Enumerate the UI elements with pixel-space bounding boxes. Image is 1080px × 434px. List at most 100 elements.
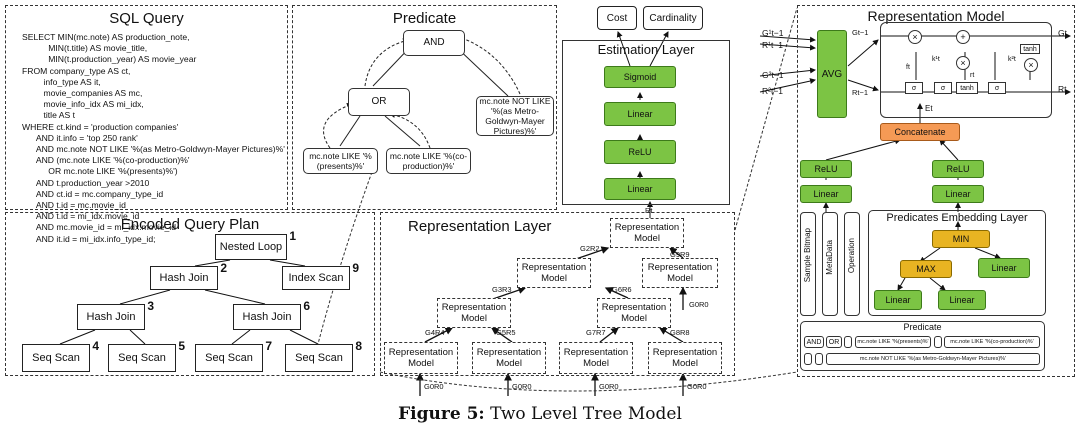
plan-node-number: 2 (220, 261, 227, 275)
sql-line: AND t.id = mc.movie_id (22, 200, 126, 211)
sql-query-panel (5, 5, 288, 210)
plan-node-number: 6 (303, 299, 310, 313)
plan-node-label: Hash Join (86, 311, 136, 323)
edge-label-g3r3: G3R3 (492, 285, 512, 294)
input-r1-label: R¹t−1 (762, 40, 784, 50)
estimation-linear-block-top: Linear (604, 102, 676, 126)
input-r2-label: R²t−1 (762, 86, 784, 96)
gate-label-rt: rt (970, 72, 975, 79)
input-label-g0r0: G0R0 (512, 382, 532, 391)
sql-query-text: SELECT MIN(mc.note) AS production_note, … (22, 32, 285, 245)
sql-line: MIN(t.production_year) AS movie_year (22, 54, 197, 65)
sql-line: movie_companies AS mc, (22, 88, 143, 99)
sql-query-title: SQL Query (109, 10, 184, 27)
rep-model-l3-right: Representation Model (597, 298, 671, 328)
plan-node-label: Seq Scan (205, 352, 253, 364)
predicate-input-box (800, 321, 1045, 371)
pred-cell-spacer (804, 353, 812, 365)
sql-line: AND t.production_year >2010 (22, 177, 150, 188)
lstm-add-op: + (956, 30, 970, 44)
plan-node-number: 5 (178, 339, 185, 353)
input-g1-label: G¹t−1 (762, 28, 784, 38)
edge-label-g5r5: G5R5 (496, 328, 516, 337)
sql-line: MIN(t.title) AS movie_title, (22, 43, 148, 54)
pred-cell-and: AND (804, 336, 824, 348)
lstm-sigma-gate: σ (905, 82, 923, 94)
pred-cell-spacer (934, 336, 942, 348)
max-block: MAX (900, 260, 952, 278)
plan-node-label: Hash Join (242, 311, 292, 323)
predicate-input-title: Predicate (903, 322, 942, 332)
pred-cell-like-presents: mc.note LIKE '%(presents)%' (855, 336, 931, 348)
min-block: MIN (932, 230, 990, 248)
sql-line: movie_info_idx AS mi_idx, (22, 99, 144, 110)
input-label-g0r0: G0R0 (689, 300, 709, 309)
gate-label-k2: k²t (1008, 56, 1016, 63)
predicate-panel (292, 5, 557, 210)
plan-node-number: 7 (265, 339, 272, 353)
predicates-embedding-layer-box (868, 210, 1046, 316)
estimation-layer-title: Estimation Layer (597, 42, 695, 57)
caption-text: Two Level Tree Model (490, 404, 682, 424)
predicates-embedding-layer-title: Predicates Embedding Layer (886, 212, 1028, 224)
input-label-g0r0: G0R0 (424, 382, 444, 391)
sql-line: AND mc.note NOT LIKE '%(as Metro-Goldwyn… (22, 144, 285, 155)
plan-node-label: Hash Join (159, 272, 209, 284)
rep-relu-right: ReLU (932, 160, 984, 178)
metadata-box (822, 212, 838, 316)
caption-prefix: Figure 5: (398, 404, 485, 424)
plan-node-hash-join-2: Hash Join 2 (150, 261, 227, 290)
sql-line: AND mc.movie_id = mi_idx.movie_id (22, 222, 177, 233)
pred-cell-like-coprod: mc.note LIKE '%(co-production)%' (944, 336, 1040, 348)
output-gt-label: Gt (1058, 28, 1067, 38)
pel-linear-right: Linear (978, 258, 1030, 278)
plan-node-number: 4 (92, 339, 99, 353)
rep-model-l2-right: Representation Model (642, 258, 718, 288)
sql-line: FROM company_type AS ct, (22, 65, 131, 76)
predicate-title: Predicate (392, 10, 457, 27)
sql-line: AND it.id = mi_idx.info_type_id; (22, 233, 156, 244)
representation-layer-panel (380, 212, 735, 376)
sigmoid-block: Sigmoid (604, 66, 676, 88)
pred-cell-or: OR (826, 336, 842, 348)
pred-cell-spacer (844, 336, 852, 348)
edge-label-g2r2: G2R2 (580, 244, 600, 253)
gt-minus-1-label: Gt−1 (852, 28, 869, 37)
sql-line: info_type AS it, (22, 76, 101, 87)
rt-label: Rt (645, 206, 653, 215)
sql-line: AND t.id = mi_idx.movie_id (22, 211, 140, 222)
rep-model-leaf-3: Representation Model (559, 342, 633, 374)
edge-label-g9r9: G9R9 (670, 250, 690, 259)
lstm-multiply-op: × (908, 30, 922, 44)
plan-node-label: Index Scan (288, 272, 344, 284)
input-label-g0r0: G0R0 (687, 382, 707, 391)
predicate-like-presents-node: mc.note LIKE '%(presents)%' (303, 148, 378, 174)
cost-output: Cost (597, 6, 637, 30)
plan-node-seq-scan-8: Seq Scan 8 (285, 339, 362, 372)
concatenate-block: Concatenate (880, 123, 960, 141)
plan-node-label: Seq Scan (295, 352, 343, 364)
rep-model-l3-left: Representation Model (437, 298, 511, 328)
predicate-not-like-node: mc.note NOT LIKE '%(as Metro-Goldwyn-May… (476, 96, 554, 136)
rep-model-l2-left: Representation Model (517, 258, 591, 288)
estimation-linear-block-bottom: Linear (604, 178, 676, 200)
edge-label-g4r4: G4R4 (425, 328, 445, 337)
sample-bitmap-box (800, 212, 816, 316)
predicate-like-coprod-node: mc.note LIKE '%(co-production)%' (386, 148, 471, 174)
estimation-relu-block: ReLU (604, 140, 676, 164)
sql-line: OR mc.note LIKE '%(presents)%') (22, 166, 178, 177)
plan-node-label: Seq Scan (32, 352, 80, 364)
sql-line: WHERE ct.kind = 'production companies' (22, 121, 179, 132)
rep-model-leaf-2: Representation Model (472, 342, 546, 374)
plan-node-number: 8 (355, 339, 362, 353)
output-rt-label: Rt (1058, 84, 1067, 94)
encoded-query-plan-panel (5, 212, 375, 376)
plan-node-seq-scan-7: Seq Scan 7 (195, 339, 272, 372)
plan-node-label: Nested Loop (219, 241, 283, 253)
pel-linear-bottom-right: Linear (938, 290, 986, 310)
edge-label-g7r7: G7R7 (586, 328, 606, 337)
metadata-label: MetaData (825, 240, 834, 275)
rep-linear-left: Linear (800, 185, 852, 203)
